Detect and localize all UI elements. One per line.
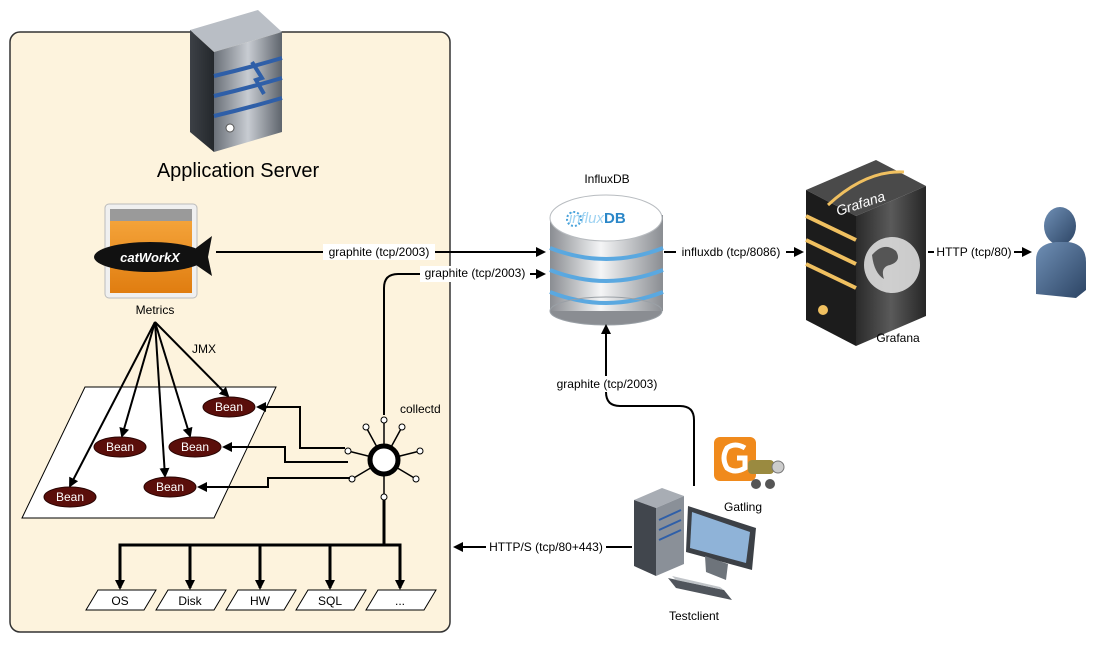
source-label: ... [395,594,405,608]
user-icon [1036,207,1086,298]
bean-label: Bean [181,440,209,454]
edge-label-collectd-influxdb: graphite (tcp/2003) [425,266,526,280]
bean-node: Bean [93,436,147,458]
source-label: HW [250,594,271,608]
edge-label-catworkx-influxdb: graphite (tcp/2003) [329,245,430,259]
grafana-label: Grafana [876,331,920,345]
catworkx-logo: catWorkX [94,203,212,299]
bean-label: Bean [156,480,184,494]
gatling-label: Gatling [724,500,762,514]
jmx-arrows [69,321,230,488]
edge-label-testclient-server: HTTP/S (tcp/80+443) [489,540,603,554]
testclient-computer-icon [634,488,756,600]
bean-node: Bean [143,476,197,498]
bean-node: Bean [43,486,97,508]
source-more: ... [365,589,437,611]
edge-label-grafana-user: HTTP (tcp/80) [936,245,1011,259]
influxdb-icon: influx DB [549,194,664,326]
bean-plane [21,386,277,519]
bean-label: Bean [106,440,134,454]
collectd-to-bean-arrows [197,402,350,492]
bean-label: Bean [215,400,243,414]
bean-node: Bean [168,436,222,458]
metrics-label: Metrics [136,303,175,317]
bean-label: Bean [56,490,84,504]
edge-label-gatling-influxdb: graphite (tcp/2003) [557,377,658,391]
edge-label-influxdb-grafana: influxdb (tcp/8086) [682,245,781,259]
source-sql: SQL [295,589,367,611]
gatling-to-influxdb-arrow [601,324,695,486]
source-os: OS [85,589,157,611]
server-icon [190,10,283,152]
source-disk: Disk [155,589,227,611]
source-hw: HW [225,589,297,611]
collectd-label: collectd [400,402,441,416]
source-label: SQL [318,594,342,608]
collectd-to-source-arrows [115,500,405,590]
source-label: Disk [178,594,202,608]
collectd-hub-icon [344,416,424,501]
source-label: OS [111,594,128,608]
bean-node: Bean [202,396,256,418]
testclient-label: Testclient [669,609,720,623]
influxdb-logo-text-2: DB [604,210,626,227]
gatling-logo-icon [714,437,785,489]
grafana-server-icon: Grafana [805,160,926,346]
collectd-to-influxdb-arrow [383,269,546,415]
application-server-title: Application Server [157,160,320,182]
influxdb-label: InfluxDB [584,172,629,186]
catworkx-logo-text: catWorkX [120,250,181,265]
jmx-label: JMX [192,342,216,356]
